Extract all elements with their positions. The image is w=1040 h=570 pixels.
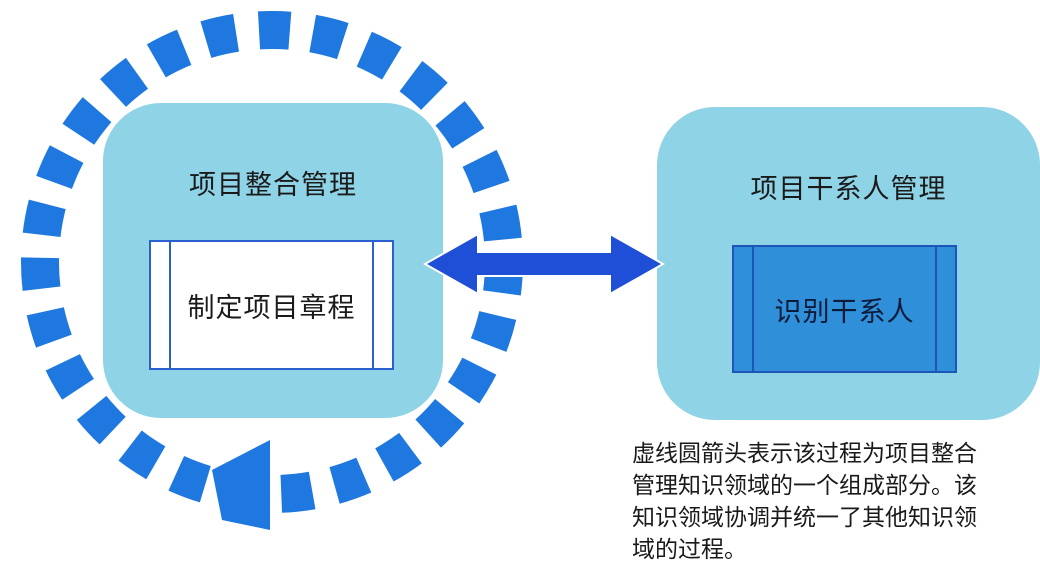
integration-management-panel: 项目整合管理 制定项目章程 <box>103 103 443 418</box>
process-box-left-bar <box>169 242 171 368</box>
develop-charter-label: 制定项目章程 <box>187 292 356 324</box>
identify-stakeholders-label: 识别干系人 <box>774 296 915 328</box>
caption-line: 虚线圆箭头表示该过程为项目整合 <box>632 441 977 467</box>
develop-charter-process-box: 制定项目章程 <box>149 240 394 370</box>
circle-arrowhead-icon <box>212 440 270 530</box>
identify-stakeholders-process-box: 识别干系人 <box>732 245 957 373</box>
integration-panel-title: 项目整合管理 <box>189 170 357 201</box>
caption-line: 域的过程。 <box>632 537 747 563</box>
diagram-caption: 虚线圆箭头表示该过程为项目整合 管理知识领域的一个组成部分。该 知识领域协调并统… <box>632 438 1040 566</box>
process-box-left-bar <box>752 247 754 371</box>
stakeholder-panel-title: 项目干系人管理 <box>750 174 947 205</box>
caption-line: 知识领域协调并统一了其他知识领 <box>632 505 977 531</box>
caption-line: 管理知识领域的一个组成部分。该 <box>632 473 977 499</box>
stakeholder-management-panel: 项目干系人管理 识别干系人 <box>657 107 1040 420</box>
process-box-right-bar <box>372 242 374 368</box>
process-box-right-bar <box>935 247 937 371</box>
